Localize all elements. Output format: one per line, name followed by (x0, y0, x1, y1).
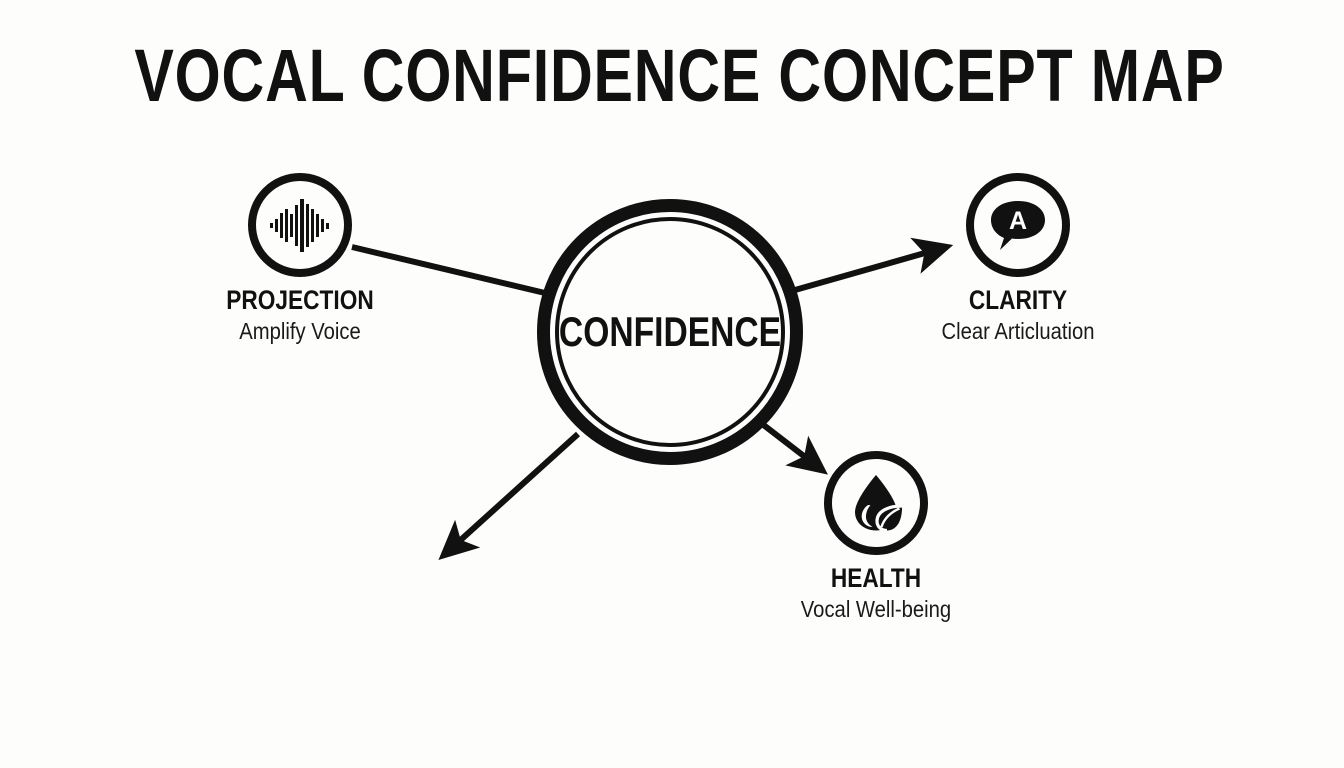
edge-projection-line (351, 244, 546, 296)
speech-bubble-letter-a-icon: A (991, 201, 1045, 250)
edge-unlabeled-arrow (438, 431, 581, 561)
edge-health-arrow (755, 417, 828, 475)
node-projection-text: PROJECTION Amplify Voice (180, 285, 420, 346)
node-clarity-circle[interactable]: A (966, 173, 1070, 277)
center-node-inner-ring (555, 217, 785, 447)
center-node-confidence[interactable]: CONFIDENCE (537, 199, 803, 465)
center-node-label: CONFIDENCE (558, 308, 782, 355)
bubble-letter: A (1009, 207, 1027, 235)
node-health-title: HEALTH (830, 563, 922, 593)
audio-waveform-icon (270, 199, 329, 252)
node-clarity-subtitle: Clear Articluation (941, 318, 1095, 344)
node-projection-circle[interactable] (248, 173, 352, 277)
edge-clarity-arrow (794, 237, 954, 293)
node-health-text: HEALTH Vocal Well-being (756, 563, 996, 624)
node-health-circle[interactable] (824, 451, 928, 555)
node-health-subtitle: Vocal Well-being (800, 596, 952, 622)
node-projection-subtitle: Amplify Voice (239, 318, 361, 344)
node-clarity-text: CLARITY Clear Articluation (898, 285, 1138, 346)
page-title: VOCAL CONFIDENCE CONCEPT MAP (134, 34, 1225, 117)
node-clarity-title: CLARITY (968, 285, 1068, 315)
node-projection-title: PROJECTION (226, 285, 374, 315)
water-droplet-leaf-icon (855, 475, 903, 533)
